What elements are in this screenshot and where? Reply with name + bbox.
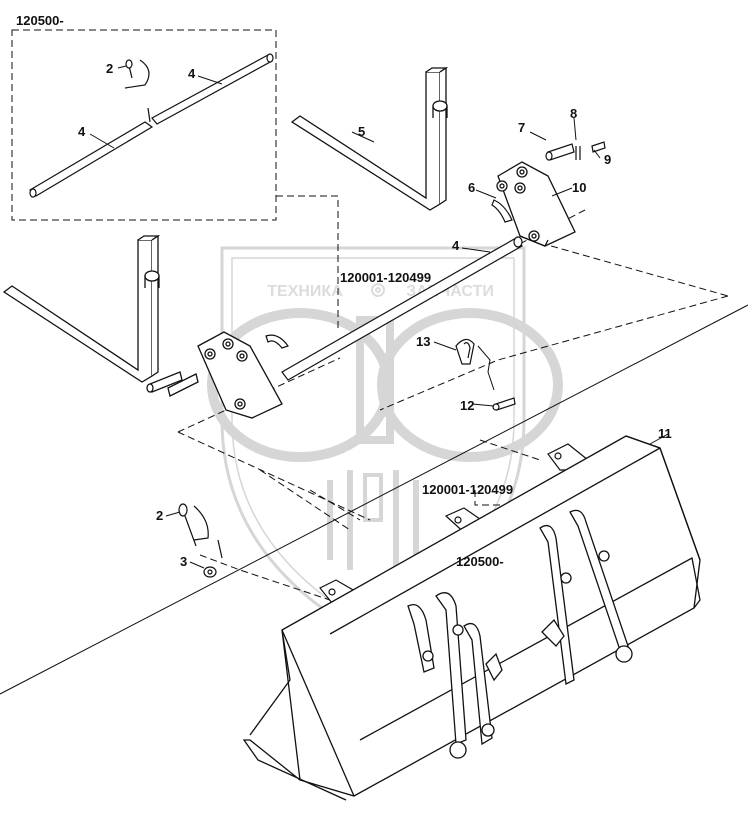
callout-3: 3 [180, 554, 187, 569]
serial-label-lug-lower: 120500- [456, 554, 504, 569]
callout-7: 7 [518, 120, 525, 135]
callout-4-middle: 4 [452, 238, 460, 253]
watermark-line1: ТЕХНИКА [267, 283, 343, 300]
rod-4-middle [281, 236, 523, 381]
serial-label-lug-upper: 120001-120499 [422, 482, 513, 497]
callout-8: 8 [570, 106, 577, 121]
callout-5: 5 [358, 124, 365, 139]
bracket-lower [146, 331, 283, 419]
pin-13 [455, 338, 475, 365]
callout-2-box: 2 [106, 61, 113, 76]
pin-12 [492, 397, 516, 411]
inset-box-120500 [11, 29, 277, 221]
serial-label-rod: 120001-120499 [340, 270, 431, 285]
cotter-pin-2-lower [178, 503, 223, 559]
leader-12-13 [477, 345, 495, 391]
fork-5-lower [2, 234, 161, 383]
sheet-outline [0, 304, 748, 695]
clip-6 [491, 199, 513, 223]
gear-icon [371, 283, 385, 297]
washer-3 [203, 566, 217, 578]
callout-10: 10 [572, 180, 586, 195]
callout-9: 9 [604, 152, 611, 167]
pins-7-8-9 [545, 141, 606, 161]
callout-13: 13 [416, 334, 430, 349]
callout-4-box-right: 4 [188, 66, 196, 81]
callout-12: 12 [460, 398, 474, 413]
bracket-10 [496, 161, 576, 247]
callout-6: 6 [468, 180, 475, 195]
callout-2-lower: 2 [156, 508, 163, 523]
callout-leaders [89, 65, 669, 569]
fork-5-upper [290, 66, 449, 211]
serial-label-box: 120500- [16, 13, 64, 28]
callout-4-box-left: 4 [78, 124, 86, 139]
rod-4-right [151, 53, 274, 125]
rod-4-left [29, 121, 154, 198]
bucket-11 [242, 435, 701, 801]
clip-lower [265, 334, 289, 349]
callout-11: 11 [658, 426, 672, 441]
cotter-pin-2-box [124, 59, 151, 123]
bucket-mount-plates [407, 509, 633, 759]
